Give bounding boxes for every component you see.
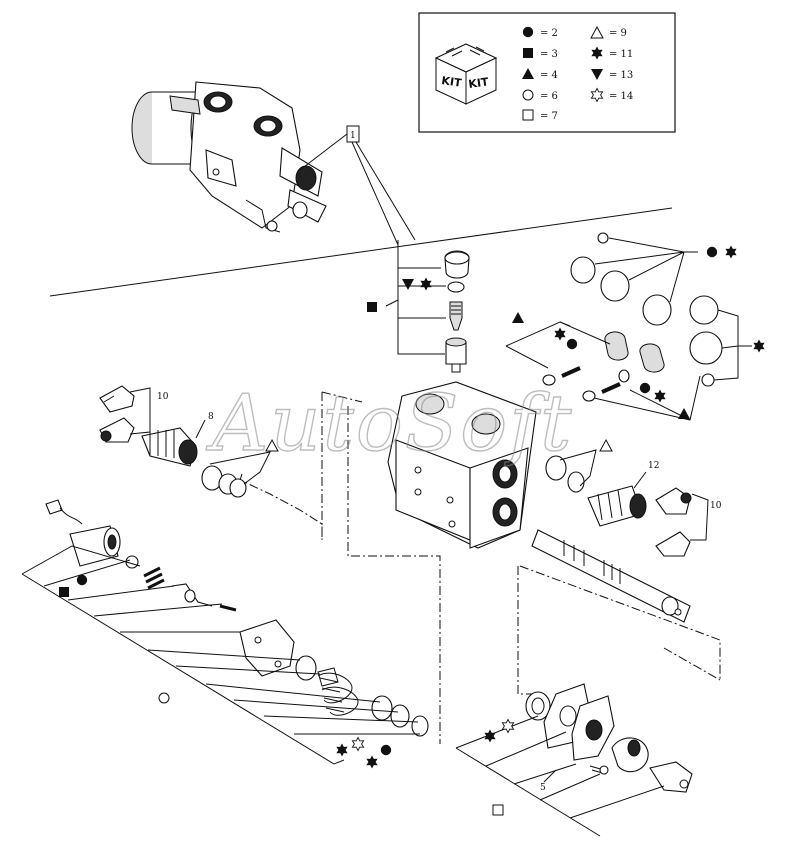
legend-open-square-icon (522, 109, 534, 121)
legend-text-3: = 3 (540, 49, 558, 60)
legend-text-13: = 13 (609, 70, 633, 81)
callout-10-left: 10 (157, 392, 169, 402)
legend-text-6: = 6 (540, 91, 558, 102)
legend-text-7: = 7 (540, 111, 558, 122)
bottom-group-5 (525, 683, 693, 793)
right-middle-parts (542, 331, 665, 402)
callout-10-right: 10 (710, 501, 722, 511)
legend-filled-square-icon (523, 48, 533, 58)
spool-right (531, 529, 691, 623)
legend-open-circle-icon (522, 89, 534, 101)
spring-large (317, 667, 359, 716)
left-pack-10 (99, 385, 135, 443)
valve-body (387, 381, 537, 549)
legend-text-2: = 2 (540, 28, 558, 39)
legend-text-4: = 4 (540, 70, 558, 81)
right-valve-12 (587, 485, 647, 527)
ref-box-label: 1 (350, 131, 356, 141)
overview-valve-assembly (131, 81, 327, 233)
relief-valve-8 (141, 427, 198, 467)
legend-text-14: = 14 (609, 91, 633, 102)
legend-text-11: = 11 (609, 49, 633, 60)
top-right-seals (570, 232, 723, 387)
center-top-parts (444, 250, 470, 373)
legend-filled-circle-icon (522, 26, 534, 38)
callout-5: 5 (540, 783, 546, 793)
solenoid-connector (45, 499, 121, 567)
kit-icon: KIT KIT (434, 43, 498, 105)
watermark: AutoSoft (206, 379, 573, 469)
kit-icon-label-right: KIT (468, 75, 490, 91)
legend-text-9: = 9 (609, 28, 627, 39)
legend-box: KIT KIT = 2 = 3 = 4 = 6 = 7 = 9 = 11 = 1… (418, 12, 676, 133)
right-pack-10 (655, 487, 692, 557)
callout-12: 12 (648, 461, 659, 471)
left-bracket-lines (21, 545, 420, 765)
kit-icon-label-left: KIT (441, 74, 463, 90)
solenoid-cover (239, 619, 295, 677)
callout-8: 8 (208, 412, 214, 422)
